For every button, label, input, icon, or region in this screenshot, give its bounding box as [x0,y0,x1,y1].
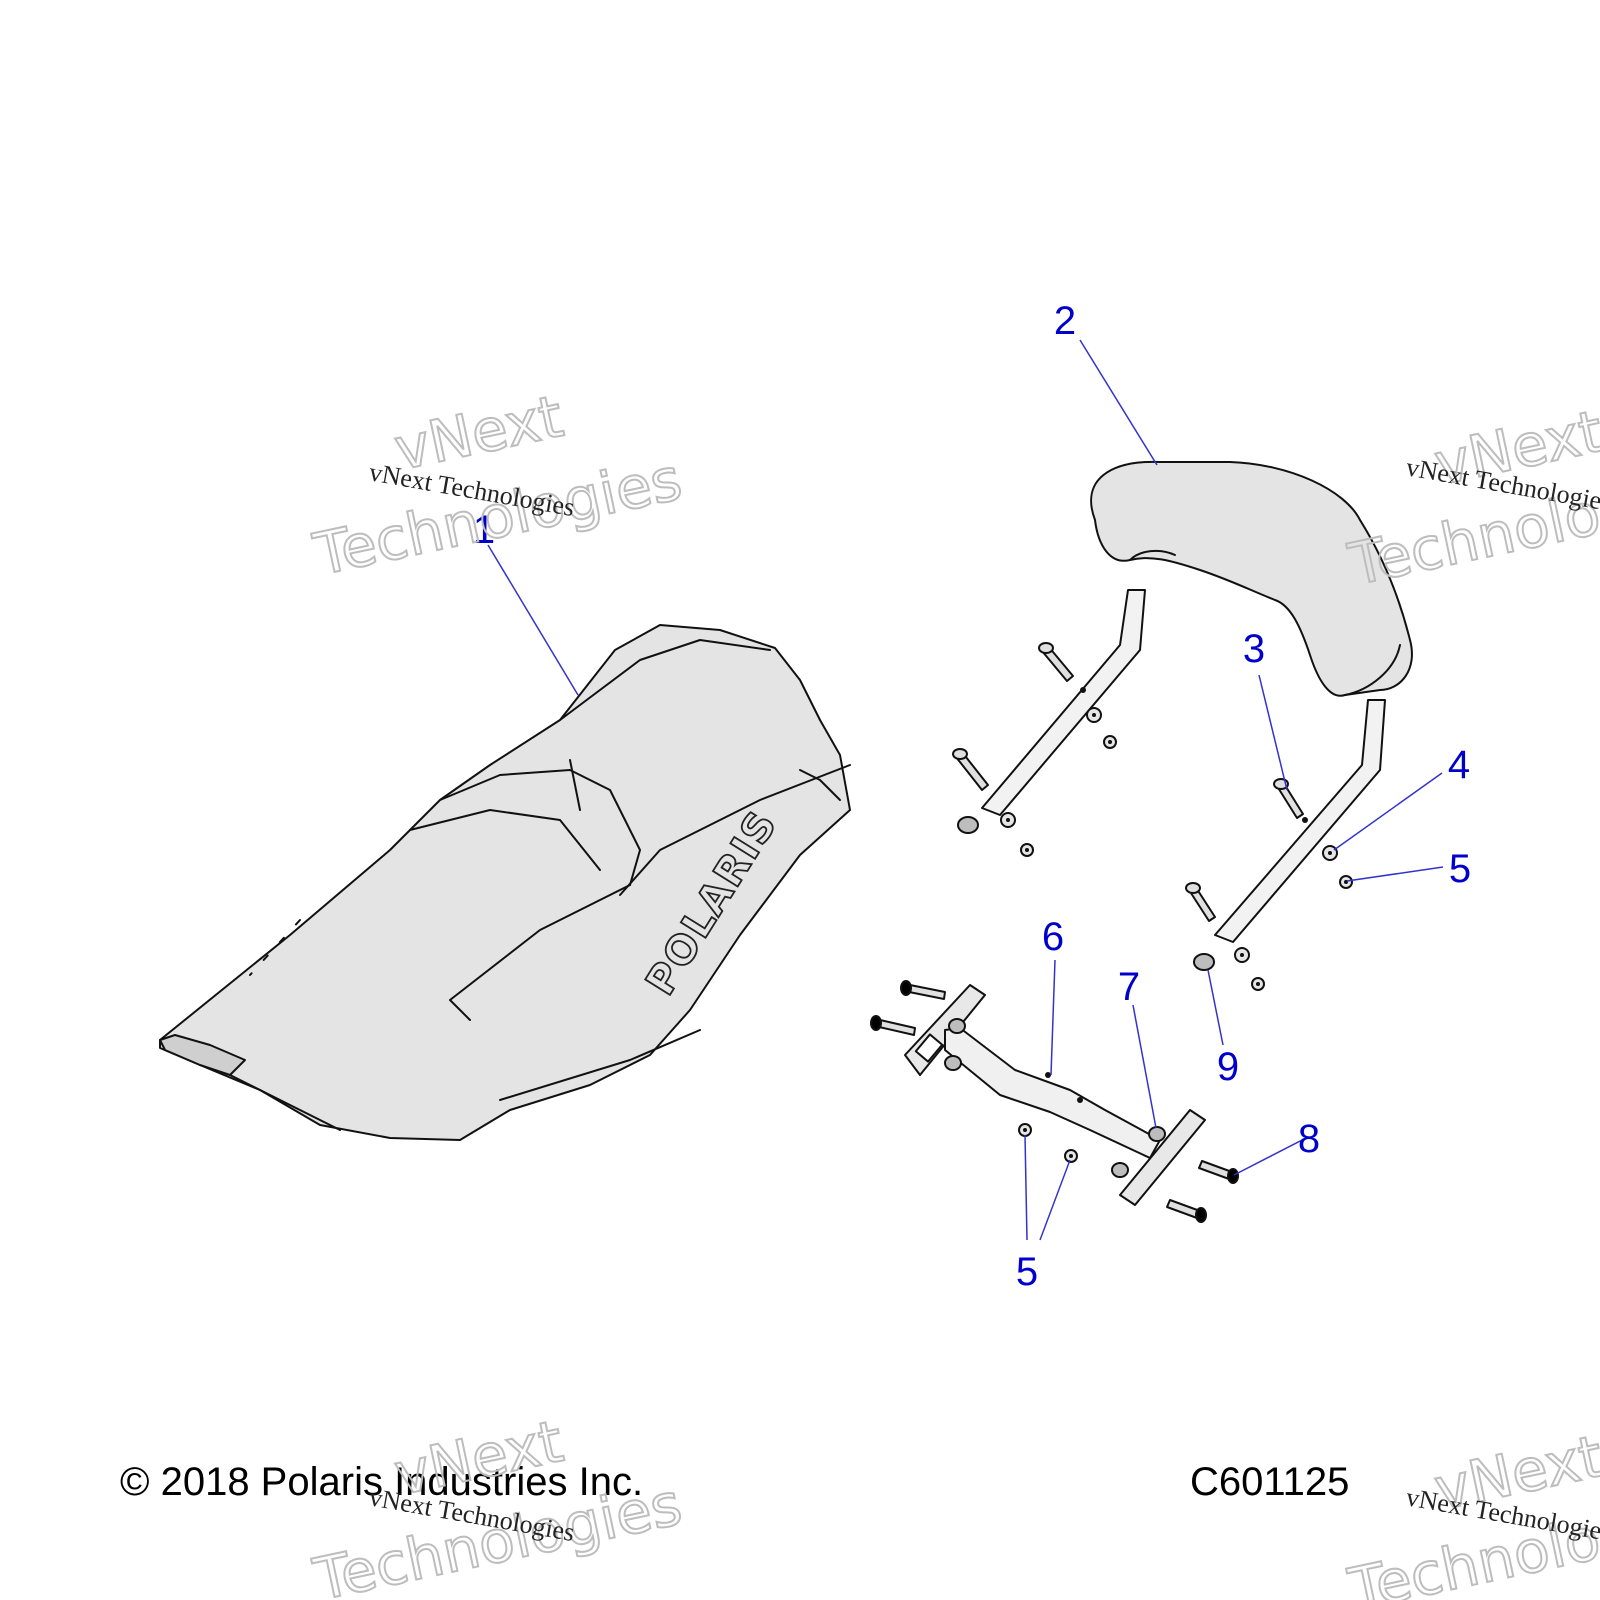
callout-3: 3 [1243,627,1265,671]
callout-5-bottom: 5 [1016,1250,1038,1294]
callout-6: 6 [1042,915,1064,959]
copyright-text: © 2018 Polaris Industries Inc. [120,1460,643,1504]
callout-7: 7 [1118,965,1140,1009]
callout-1: 1 [473,508,495,552]
callout-9: 9 [1217,1045,1239,1089]
leader-lines [487,339,1444,1241]
svg-text:Technologies: Technologies [308,445,688,589]
seat-part: POLARIS [159,624,851,1141]
bracket-part [870,980,1239,1223]
callout-5-right: 5 [1449,847,1471,891]
callout-numbers: 1 2 3 4 5 6 7 8 9 5 [473,299,1471,1294]
bolt-group [952,642,1304,922]
backrest-part [957,460,1413,971]
callout-4: 4 [1448,743,1470,787]
watermark-top-left: vNext Technologies vNext Technologies [307,381,689,590]
callout-8: 8 [1298,1117,1320,1161]
watermark-top-right: vNext Technologies vNext Technologies [1342,396,1600,600]
figure-code: C601125 [1190,1460,1349,1504]
washer-nut-group [1000,707,1353,1163]
callout-2: 2 [1054,299,1076,343]
watermark-bottom-right: vNext Technologies vNext Technologies [1342,1421,1600,1600]
